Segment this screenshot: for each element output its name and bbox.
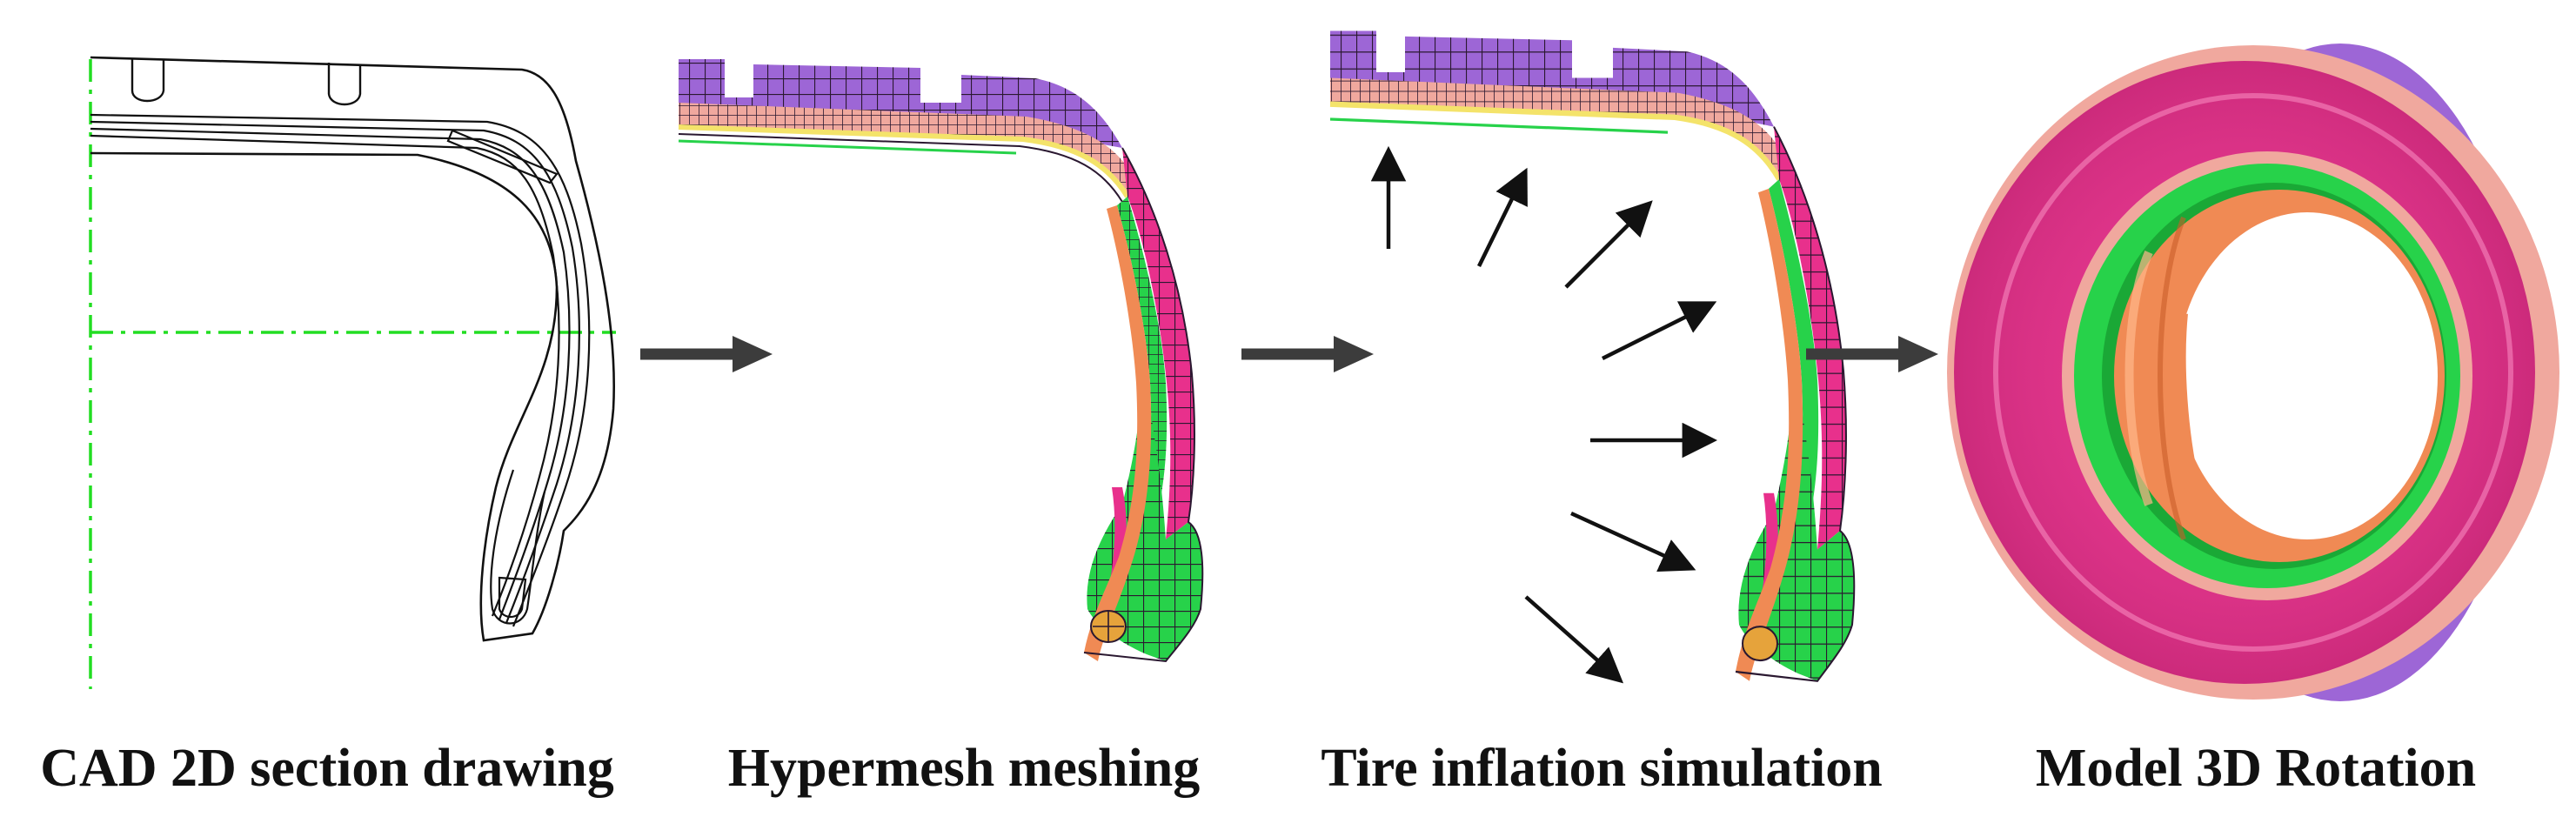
inner-liner bbox=[1084, 205, 1152, 661]
pressure-arrows bbox=[1370, 145, 1718, 684]
tire-hole bbox=[2177, 212, 2438, 539]
ply-line bbox=[90, 120, 580, 624]
tread-groove bbox=[130, 59, 165, 103]
pressure-arrow-icon bbox=[1476, 167, 1528, 267]
caption-hypermesh-meshing: Hypermesh meshing bbox=[728, 739, 1201, 798]
pressure-arrow-icon bbox=[1564, 200, 1653, 289]
caption-model-3d-rotation: Model 3D Rotation bbox=[2036, 739, 2476, 798]
inflation-section bbox=[1329, 30, 1856, 682]
captions: CAD 2D section drawing Hypermesh meshing… bbox=[40, 739, 2476, 798]
belt-edge bbox=[446, 129, 559, 184]
ply-line bbox=[90, 127, 571, 620]
arrow-right-icon bbox=[1806, 336, 1938, 372]
pressure-arrow-icon bbox=[1524, 595, 1624, 684]
caption-cad-2d-section: CAD 2D section drawing bbox=[40, 739, 614, 798]
bead-loop bbox=[490, 469, 546, 625]
tread-groove bbox=[327, 63, 362, 106]
pressure-arrow-icon bbox=[1570, 511, 1696, 572]
tire-3d-model bbox=[1947, 44, 2559, 701]
ply-line bbox=[90, 134, 560, 617]
hypermesh-section bbox=[678, 59, 1204, 663]
arrow-right-icon bbox=[1241, 336, 1374, 372]
belt-layer bbox=[678, 124, 1130, 198]
pressure-arrow-icon bbox=[1601, 301, 1717, 361]
ply-line bbox=[90, 113, 591, 627]
cad-section-drawing bbox=[89, 56, 616, 689]
caption-tire-inflation-simulation: Tire inflation simulation bbox=[1321, 739, 1882, 798]
bead-core bbox=[498, 576, 527, 619]
arrow-right-icon bbox=[640, 336, 773, 372]
